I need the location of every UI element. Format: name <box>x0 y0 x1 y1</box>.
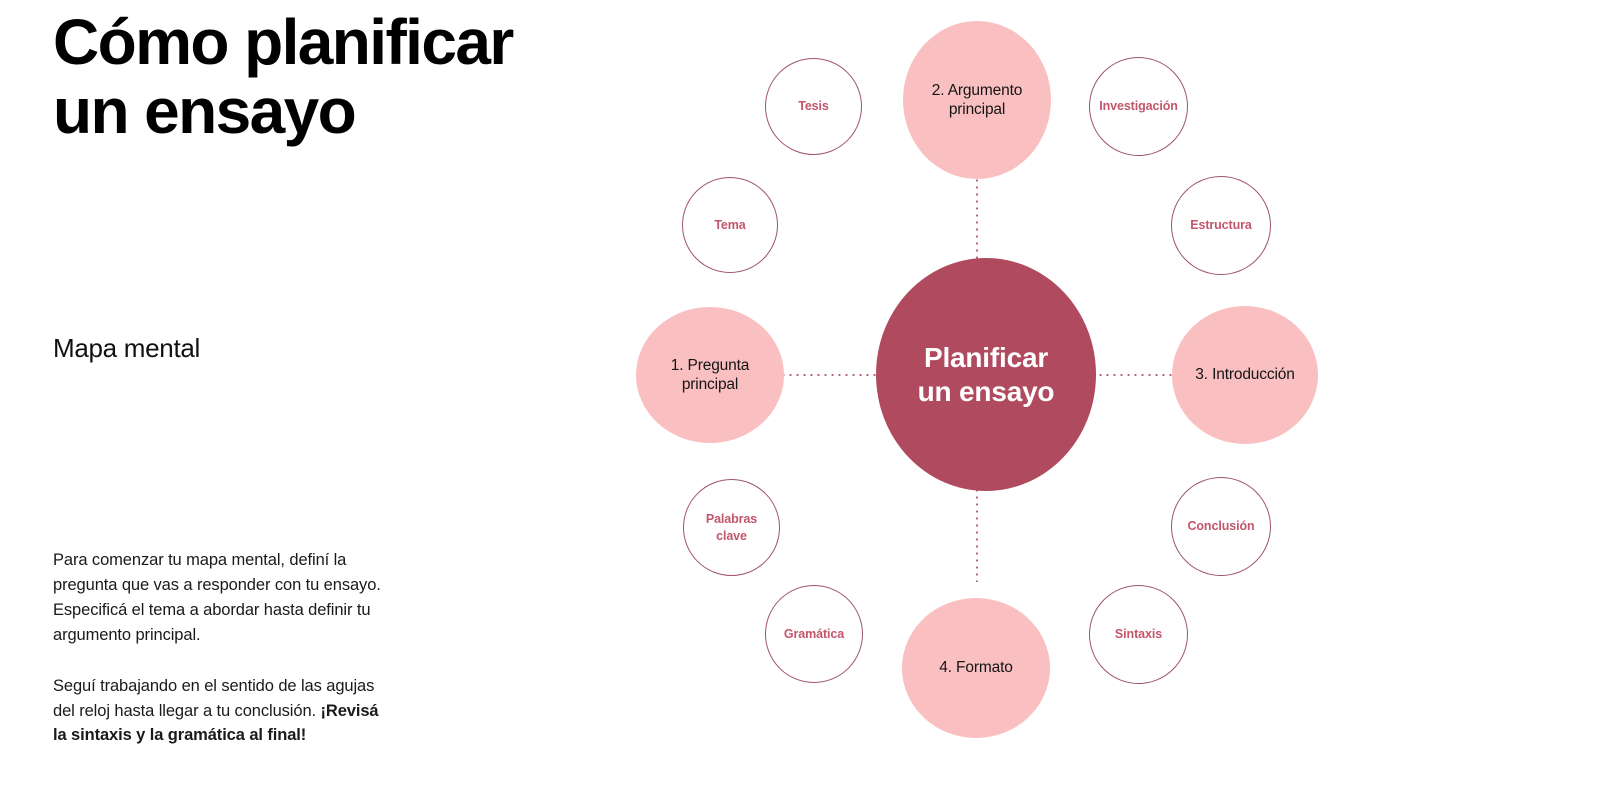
node-gramatica[interactable]: Gramática <box>765 585 863 683</box>
node-pregunta-principal-label: 1. Pregunta principal <box>670 356 750 393</box>
node-estructura[interactable]: Estructura <box>1171 176 1271 275</box>
node-investigacion[interactable]: Investigación <box>1089 57 1188 156</box>
connector-center-to-pregunta <box>780 374 878 376</box>
node-formato[interactable]: 4. Formato <box>902 598 1050 738</box>
connector-center-to-introduccion <box>1097 374 1175 376</box>
node-formato-label: 4. Formato <box>939 659 1013 677</box>
node-palabras-clave-label: Palabras clave <box>705 512 758 543</box>
connector-center-to-formato <box>976 487 978 582</box>
node-tema[interactable]: Tema <box>682 177 778 273</box>
mind-map-diagram: Planificar un ensayo 1. Pregunta princip… <box>600 0 1600 809</box>
node-gramatica-label: Gramática <box>783 626 845 641</box>
node-palabras-clave[interactable]: Palabras clave <box>683 479 780 576</box>
paragraph-two-normal: Seguí trabajando en el sentido de las ag… <box>53 676 375 720</box>
paragraph-two: Seguí trabajando en el sentido de las ag… <box>53 674 393 749</box>
node-introduccion[interactable]: 3. Introducción <box>1172 306 1318 444</box>
node-estructura-label: Estructura <box>1190 218 1252 233</box>
node-investigacion-label: Investigación <box>1099 99 1178 114</box>
node-conclusion-label: Conclusión <box>1187 519 1255 534</box>
description-block: Para comenzar tu mapa mental, definí la … <box>53 548 393 748</box>
connector-center-to-argumento <box>976 170 978 265</box>
node-sintaxis-label: Sintaxis <box>1114 627 1163 642</box>
node-argumento-principal-label: 2. Argumento principal <box>931 81 1023 118</box>
node-tema-label: Tema <box>714 217 746 232</box>
node-introduccion-label: 3. Introducción <box>1195 366 1295 384</box>
node-center-planificar[interactable]: Planificar un ensayo <box>876 258 1096 491</box>
paragraph-two-emphasis: ¡Revisá la sintaxis y la gramática al fi… <box>53 701 379 745</box>
node-argumento-principal[interactable]: 2. Argumento principal <box>903 21 1051 179</box>
paragraph-one: Para comenzar tu mapa mental, definí la … <box>53 551 381 644</box>
node-pregunta-principal[interactable]: 1. Pregunta principal <box>636 307 784 443</box>
node-tesis-label: Tesis <box>798 99 829 114</box>
subtitle: Mapa mental <box>53 333 200 363</box>
node-center-label: Planificar un ensayo <box>917 341 1055 407</box>
node-conclusion[interactable]: Conclusión <box>1171 477 1271 576</box>
node-sintaxis[interactable]: Sintaxis <box>1089 585 1188 684</box>
node-tesis[interactable]: Tesis <box>765 58 862 155</box>
text-column: Cómo planificar un ensayo Mapa mental Pa… <box>53 0 573 809</box>
page-title: Cómo planificar un ensayo <box>53 6 514 148</box>
